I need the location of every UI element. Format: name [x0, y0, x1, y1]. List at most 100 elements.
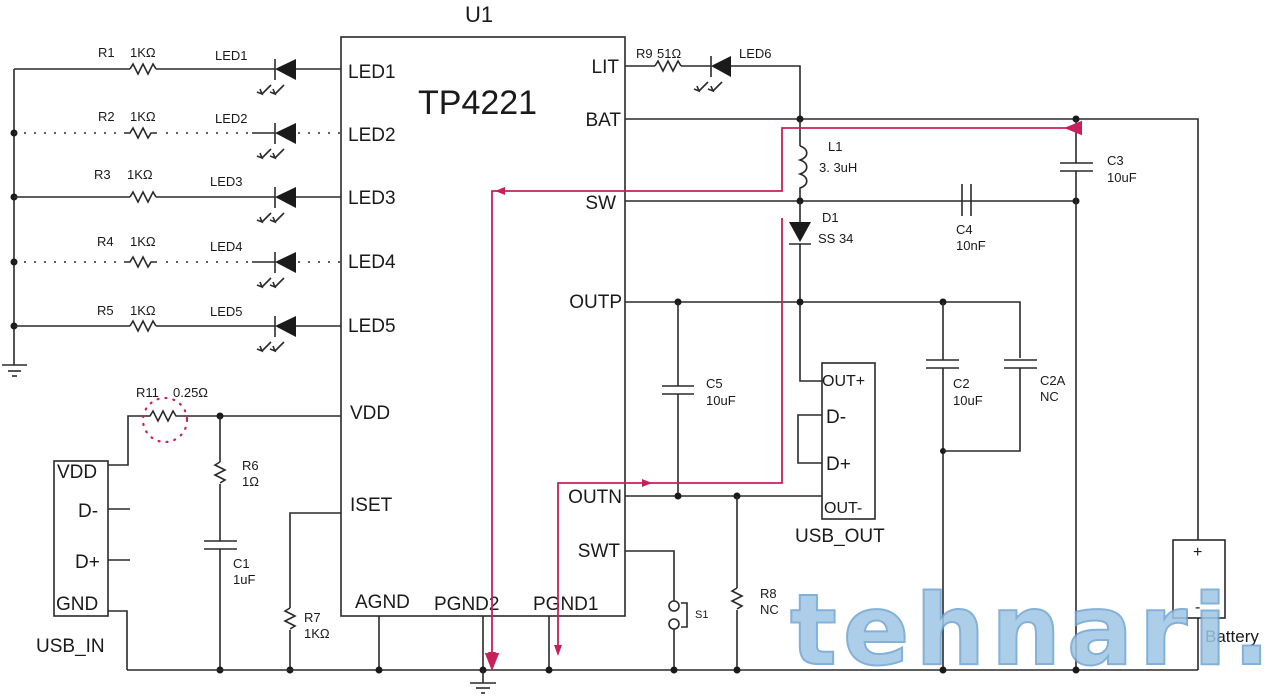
led-diode-icon: [275, 59, 296, 80]
resistor-icon: [145, 409, 180, 423]
led-row-5: R5 1KΩ LED5: [10, 303, 341, 353]
light-emission-icon: [256, 277, 285, 289]
r11-ref: R11: [136, 385, 159, 400]
watermark: tehnari.ru: [790, 574, 1280, 688]
pin-iset: ISET: [350, 495, 393, 516]
light-emission-icon: [256, 84, 285, 96]
s1-ref: S1: [695, 609, 708, 621]
d1-value: SS 34: [818, 231, 853, 246]
resistor-icon: [129, 62, 157, 76]
res-ref: R1: [98, 45, 115, 60]
r9-ref: R9: [636, 46, 653, 61]
pin-pgnd2: PGND2: [434, 594, 499, 615]
res-ref: R5: [97, 303, 114, 318]
led-diode-icon: [275, 187, 296, 208]
usb-out-pin-dminus: D-: [826, 407, 846, 428]
pin-led3: LED3: [348, 188, 396, 209]
light-emission-icon: [693, 81, 723, 93]
r7-ref: R7: [304, 610, 321, 625]
pin-agnd: AGND: [355, 592, 410, 613]
resistor-icon: [129, 319, 157, 333]
led-bank: R1 1KΩ LED1 R2 1KΩ LED2: [2, 45, 341, 377]
resistor-icon: [126, 126, 157, 140]
c4-value: 10nF: [956, 238, 986, 253]
resistor-icon: [730, 587, 744, 610]
usb-in-connector: VDD D- D+ GND USB_IN: [36, 415, 145, 670]
c1-ref: C1: [233, 556, 250, 571]
s1-switch[interactable]: S1: [625, 550, 708, 674]
r6-value: 1Ω: [242, 474, 259, 489]
inductor-icon: [797, 145, 808, 201]
pin-vdd: VDD: [350, 403, 390, 424]
led-row-3: R3 1KΩ LED3: [10, 167, 341, 224]
usb-out-pin-outplus: OUT+: [822, 373, 865, 390]
light-emission-icon: [256, 148, 285, 160]
pin-pgnd1: PGND1: [533, 594, 598, 615]
c5-ref: C5: [706, 376, 723, 391]
ic-u1: U1 TP4221 LED1 LED2 LED3 LED4 LED5 VDD I…: [340, 2, 626, 617]
lit-indicator: R9 51Ω LED6: [625, 46, 801, 119]
arrow-icon: [554, 645, 562, 656]
r7-iset-branch: R7 1KΩ: [283, 512, 341, 674]
c3-value: 10uF: [1107, 170, 1137, 185]
switch-contact-icon: [668, 600, 680, 612]
highlight-circle: [141, 396, 189, 444]
usb-in-pin-dplus: D+: [75, 552, 100, 573]
r9-value: 51Ω: [657, 46, 681, 61]
l1-value: 3. 3uH: [819, 160, 857, 175]
pin-outp: OUTP: [569, 292, 622, 313]
r8-resistor: R8 NC: [730, 496, 779, 674]
c2-ref: C2: [953, 376, 970, 391]
schottky-diode-icon: [789, 222, 811, 242]
usb-in-label: USB_IN: [36, 636, 105, 657]
usb-out-label: USB_OUT: [795, 526, 885, 547]
usb-in-pin-vdd: VDD: [57, 462, 97, 483]
usb-in-pin-gnd: GND: [56, 594, 98, 615]
res-value: 1KΩ: [130, 303, 156, 318]
c5-value: 10uF: [706, 393, 736, 408]
r6-c1-branch: R6 1Ω C1 1uF: [204, 416, 259, 674]
l1-ref: L1: [828, 139, 842, 154]
led-diode-icon: [711, 56, 731, 77]
pin-bat: BAT: [585, 110, 621, 131]
c2-value: 10uF: [953, 393, 983, 408]
c3-ref: C3: [1107, 153, 1124, 168]
current-flow-paths: [484, 120, 1082, 671]
battery-minus: -: [1195, 599, 1200, 616]
pushbutton-icon: [681, 602, 688, 628]
ic-ref: U1: [465, 2, 493, 27]
pin-led2: LED2: [348, 125, 396, 146]
led-diode-icon: [275, 316, 296, 337]
led-ref: LED4: [210, 239, 243, 254]
charge-current-path: [484, 120, 1082, 671]
usb-out-connector: OUT+ D- D+ OUT- USB_OUT: [625, 362, 885, 547]
led-ref: LED1: [215, 48, 248, 63]
pin-sw: SW: [585, 193, 616, 214]
light-emission-icon: [256, 341, 285, 353]
battery-label: Battery: [1205, 627, 1259, 646]
c4-ref: C4: [956, 222, 973, 237]
discharge-current-path: [557, 218, 783, 652]
led-ref: LED3: [210, 174, 243, 189]
arrow-icon: [642, 479, 652, 487]
r6-ref: R6: [242, 458, 259, 473]
ground-icon: [470, 670, 496, 694]
led-row-4: R4 1KΩ LED4: [10, 234, 341, 289]
ground-icon: [2, 364, 27, 377]
battery-icon: [1172, 539, 1226, 619]
r7-value: 1KΩ: [304, 626, 330, 641]
c1-value: 1uF: [233, 572, 255, 587]
resistor-icon: [126, 255, 157, 269]
res-value: 1KΩ: [127, 167, 153, 182]
resistor-icon: [129, 190, 157, 204]
resistor-icon: [283, 607, 297, 630]
arrow-icon: [495, 187, 505, 195]
r8-ref: R8: [760, 586, 777, 601]
battery: + - Battery: [1172, 539, 1259, 670]
usb-out-pin-outminus: OUT-: [824, 500, 862, 517]
res-ref: R2: [98, 109, 115, 124]
d1-ref: D1: [822, 210, 839, 225]
led6-ref: LED6: [739, 46, 772, 61]
pin-outn: OUTN: [568, 487, 622, 508]
pin-led5: LED5: [348, 316, 396, 337]
